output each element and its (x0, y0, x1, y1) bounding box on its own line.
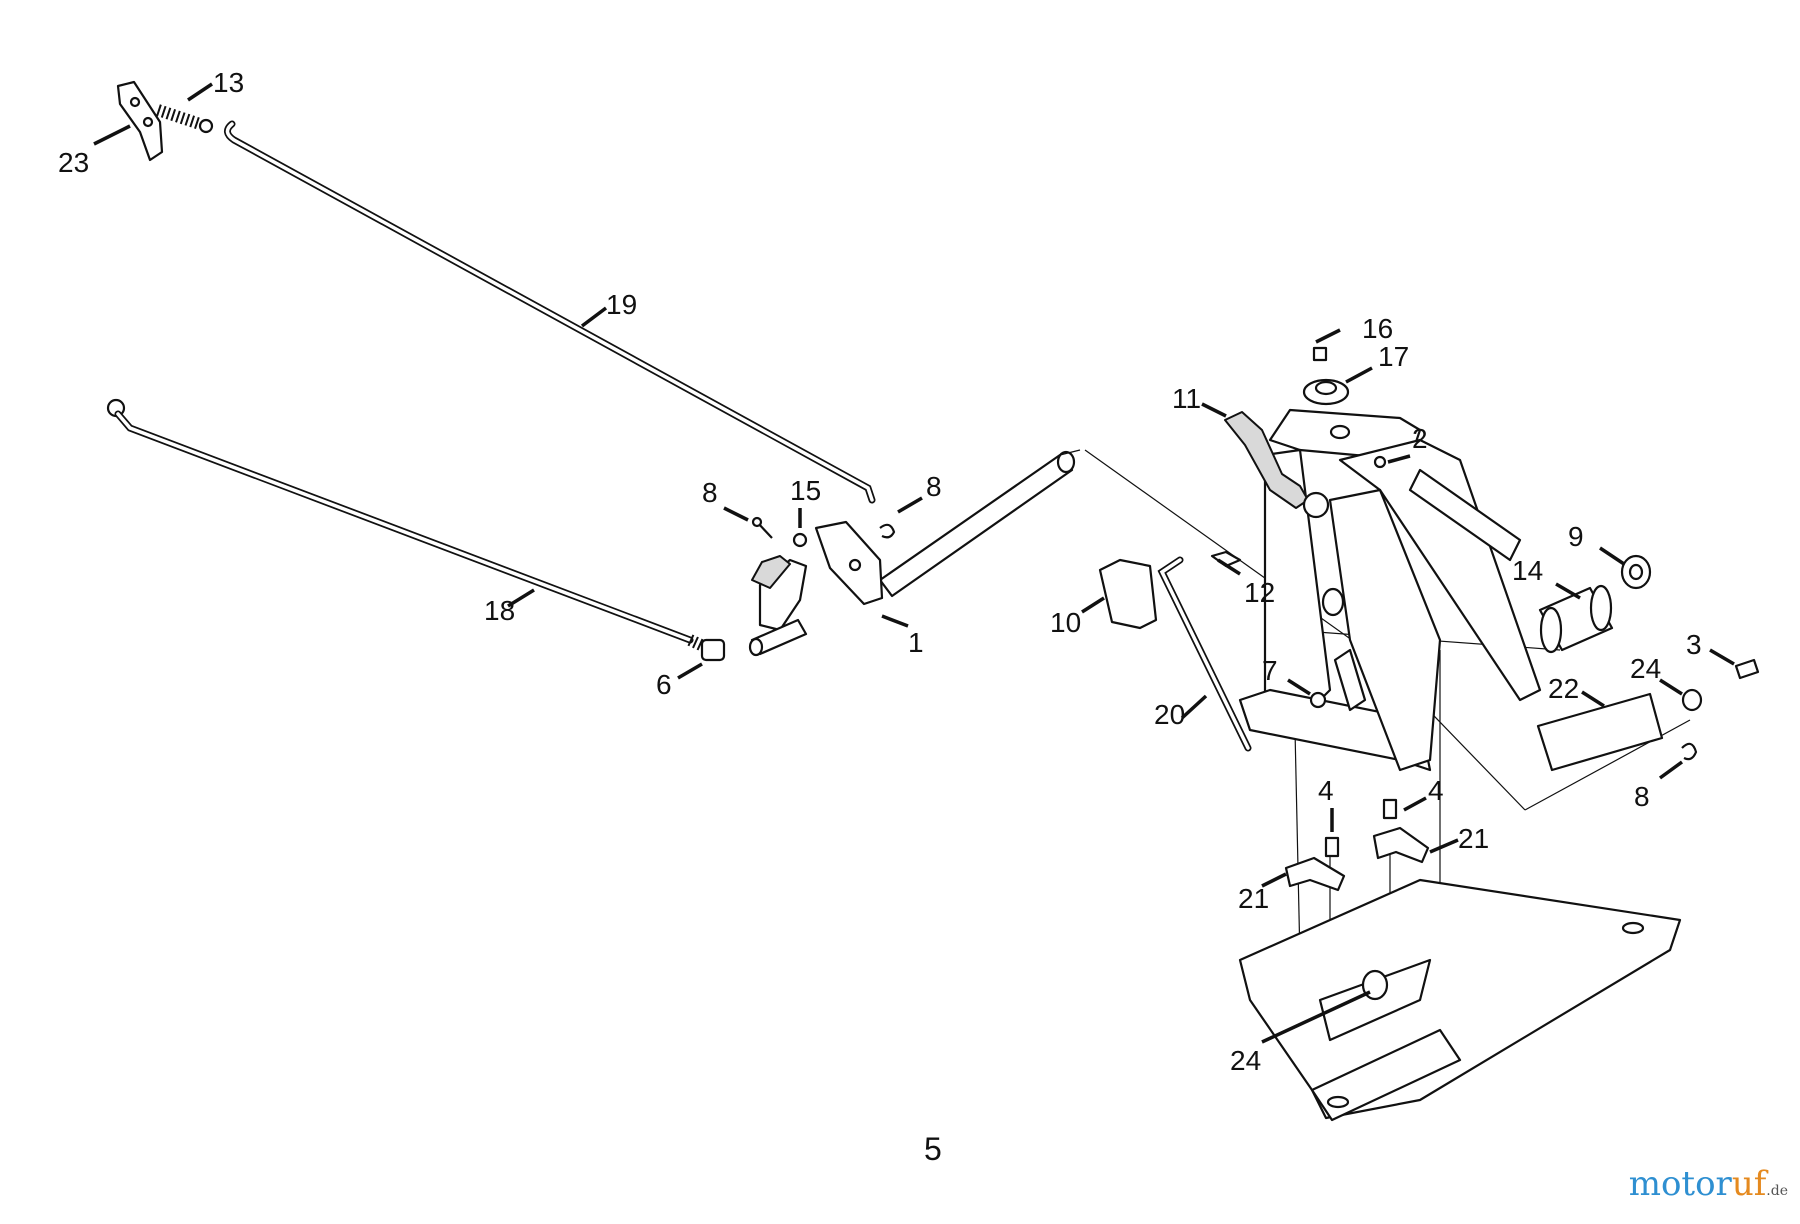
callout-label: 20 (1154, 699, 1185, 730)
callout-label: 3 (1686, 629, 1702, 660)
nut-part (1373, 455, 1387, 469)
bolt-part (1312, 346, 1328, 362)
upper-rod-part (224, 120, 876, 504)
side-bolt-part (1734, 658, 1760, 680)
cover-plate-part (1536, 692, 1664, 772)
base-plate-part (1238, 878, 1682, 1122)
site-watermark: motoruf.de (1629, 1164, 1788, 1204)
lift-shaft-assembly-part (748, 449, 1081, 657)
side-washer-part (1681, 688, 1703, 712)
callout-label: 24 (1230, 1045, 1261, 1076)
callout-label: 19 (606, 289, 637, 320)
callout-label: 8 (926, 471, 942, 502)
leader-lines (93, 82, 1735, 1044)
grommet-part (1302, 378, 1350, 406)
spring-bracket-part (116, 80, 164, 162)
lower-clip-part (1681, 742, 1698, 761)
washer-part (792, 532, 808, 548)
callout-label: 9 (1568, 521, 1584, 552)
callout-label: 17 (1378, 341, 1409, 372)
callout-label: 4 (1428, 775, 1444, 806)
callout-label: 1 (908, 627, 924, 658)
pin-part (751, 516, 773, 539)
callout-label: 21 (1238, 883, 1269, 914)
callout-label: 11 (1172, 383, 1201, 414)
rod-end-fitting-part (700, 638, 726, 662)
callout-label: 8 (702, 477, 718, 508)
clip-part (879, 523, 896, 539)
callout-label: 8 (1634, 781, 1650, 812)
callout-label: 18 (484, 595, 515, 626)
watermark-main: motor (1628, 1164, 1732, 1204)
callout-label: 24 (1630, 653, 1661, 684)
spring-part (156, 104, 214, 134)
callout-label: 22 (1548, 673, 1579, 704)
roller-part (1538, 584, 1614, 654)
callout-label: 21 (1458, 823, 1489, 854)
callout-label: 10 (1050, 607, 1081, 638)
callout-label: 2 (1412, 423, 1428, 454)
callout-label: 6 (656, 669, 672, 700)
callout-label: 13 (213, 67, 244, 98)
wire-part (1157, 556, 1252, 752)
watermark-tld: .de (1766, 1183, 1788, 1199)
callout-label: 23 (58, 147, 89, 178)
mount-bracket-part (1284, 856, 1346, 892)
callout-label: 16 (1362, 313, 1393, 344)
callout-label: 15 (790, 475, 821, 506)
cap-part (1620, 554, 1652, 590)
mount-bolt-part (1324, 836, 1340, 858)
frame-nut-part (1309, 691, 1327, 709)
callout-label: 12 (1244, 577, 1275, 608)
block-part (1098, 558, 1158, 630)
pedal-frame-part (1224, 408, 1542, 772)
callout-label: 14 (1512, 555, 1543, 586)
callout-label: 4 (1318, 775, 1334, 806)
lower-rod-part (106, 398, 715, 656)
mount-bracket-part-2 (1372, 826, 1430, 864)
callout-label: 7 (1262, 655, 1278, 686)
mount-bolt-part-2 (1382, 798, 1398, 820)
page-number: 5 (924, 1131, 942, 1167)
watermark-accent: uf (1731, 1164, 1767, 1204)
